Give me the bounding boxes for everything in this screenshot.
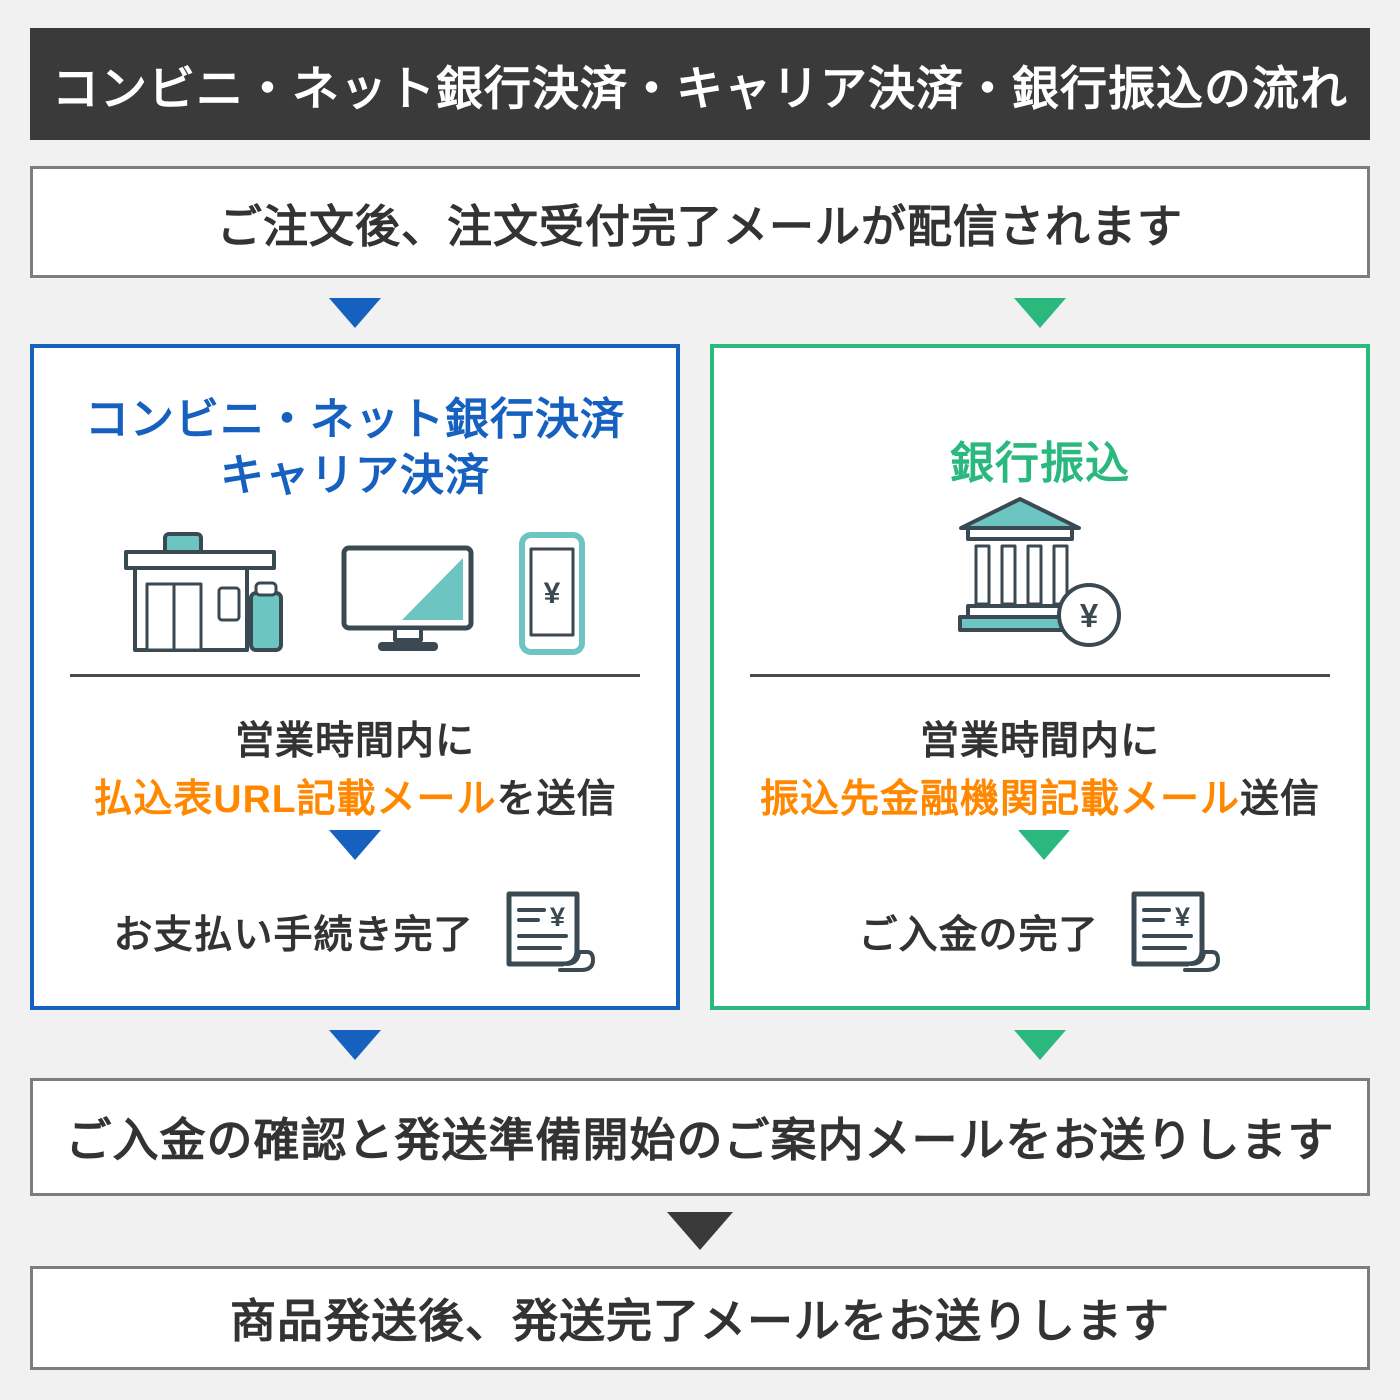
receipt-icon: ¥ <box>1131 891 1220 972</box>
arrow-down-green-icon <box>1014 298 1066 328</box>
arrow-down-green-icon <box>1014 1030 1066 1060</box>
step-order-received-text: ご注文後、注文受付完了メールが配信されます <box>216 200 1183 252</box>
diagram-title: コンビニ・ネット銀行決済・キャリア決済・銀行振込の流れ <box>52 61 1348 115</box>
payment-method-icons: ¥ <box>34 516 676 656</box>
mail-send-line: 振込先金融機関記載メール送信 <box>714 768 1366 824</box>
section-divider <box>70 674 640 677</box>
mail-suffix-text: 送信 <box>1240 778 1321 821</box>
branch-convenience-title-line1: コンビニ・ネット銀行決済 <box>85 395 625 444</box>
yen-symbol: ¥ <box>1079 597 1098 634</box>
payment-complete-text: お支払い手続き完了 <box>113 914 474 957</box>
timing-text: 営業時間内に <box>919 720 1160 763</box>
branch-bank-title: 銀行振込 <box>950 439 1130 488</box>
step-shipped-text: 商品発送後、発送完了メールをお送りします <box>230 1295 1170 1347</box>
smartphone-icon: ¥ <box>519 532 585 655</box>
step-payment-confirmed-text: ご入金の確認と発送準備開始のご案内メールをお送りします <box>65 1114 1335 1166</box>
deposit-complete-text: ご入金の完了 <box>858 914 1099 957</box>
deposit-complete-row: ご入金の完了 ¥ <box>714 888 1366 976</box>
arrow-down-blue-icon <box>329 1030 381 1060</box>
mail-send-line: 払込表URL記載メールを送信 <box>34 768 676 824</box>
yen-symbol: ¥ <box>1174 902 1190 932</box>
receipt-icon: ¥ <box>506 891 595 972</box>
section-divider <box>750 674 1330 677</box>
timing-text: 営業時間内に <box>234 720 475 763</box>
computer-monitor-icon <box>341 545 474 651</box>
yen-symbol: ¥ <box>549 902 565 932</box>
arrow-down-blue-icon <box>329 298 381 328</box>
arrow-down-blue-icon <box>329 830 381 860</box>
branch-convenience-title: コンビニ・ネット銀行決済 キャリア決済 <box>34 392 676 505</box>
branch-convenience-title-line2: キャリア決済 <box>220 451 490 501</box>
arrow-down-dark-icon <box>667 1212 733 1250</box>
bank-icon-wrap: ¥ <box>714 496 1366 652</box>
mail-highlight-text: 払込表URL記載メール <box>93 778 497 821</box>
step-shipped: 商品発送後、発送完了メールをお送りします <box>30 1266 1370 1370</box>
branch-convenience-carrier: コンビニ・ネット銀行決済 キャリア決済 <box>30 344 680 1010</box>
step-payment-confirmed: ご入金の確認と発送準備開始のご案内メールをお送りします <box>30 1078 1370 1196</box>
bank-icon: ¥ <box>957 497 1121 647</box>
mail-suffix-text: を送信 <box>496 778 617 821</box>
yen-symbol: ¥ <box>544 577 561 610</box>
step-order-received: ご注文後、注文受付完了メールが配信されます <box>30 166 1370 278</box>
arrow-down-green-icon <box>1018 830 1070 860</box>
diagram-header: コンビニ・ネット銀行決済・キャリア決済・銀行振込の流れ <box>30 28 1370 140</box>
branch-bank-transfer: 銀行振込 ¥ 営業時間内に 振込先金融機関記載メール送信 ご入金の完了 <box>710 344 1370 1010</box>
payment-complete-row: お支払い手続き完了 ¥ <box>34 888 676 976</box>
mail-highlight-text: 振込先金融機関記載メール <box>759 778 1240 821</box>
convenience-store-icon <box>124 532 283 652</box>
